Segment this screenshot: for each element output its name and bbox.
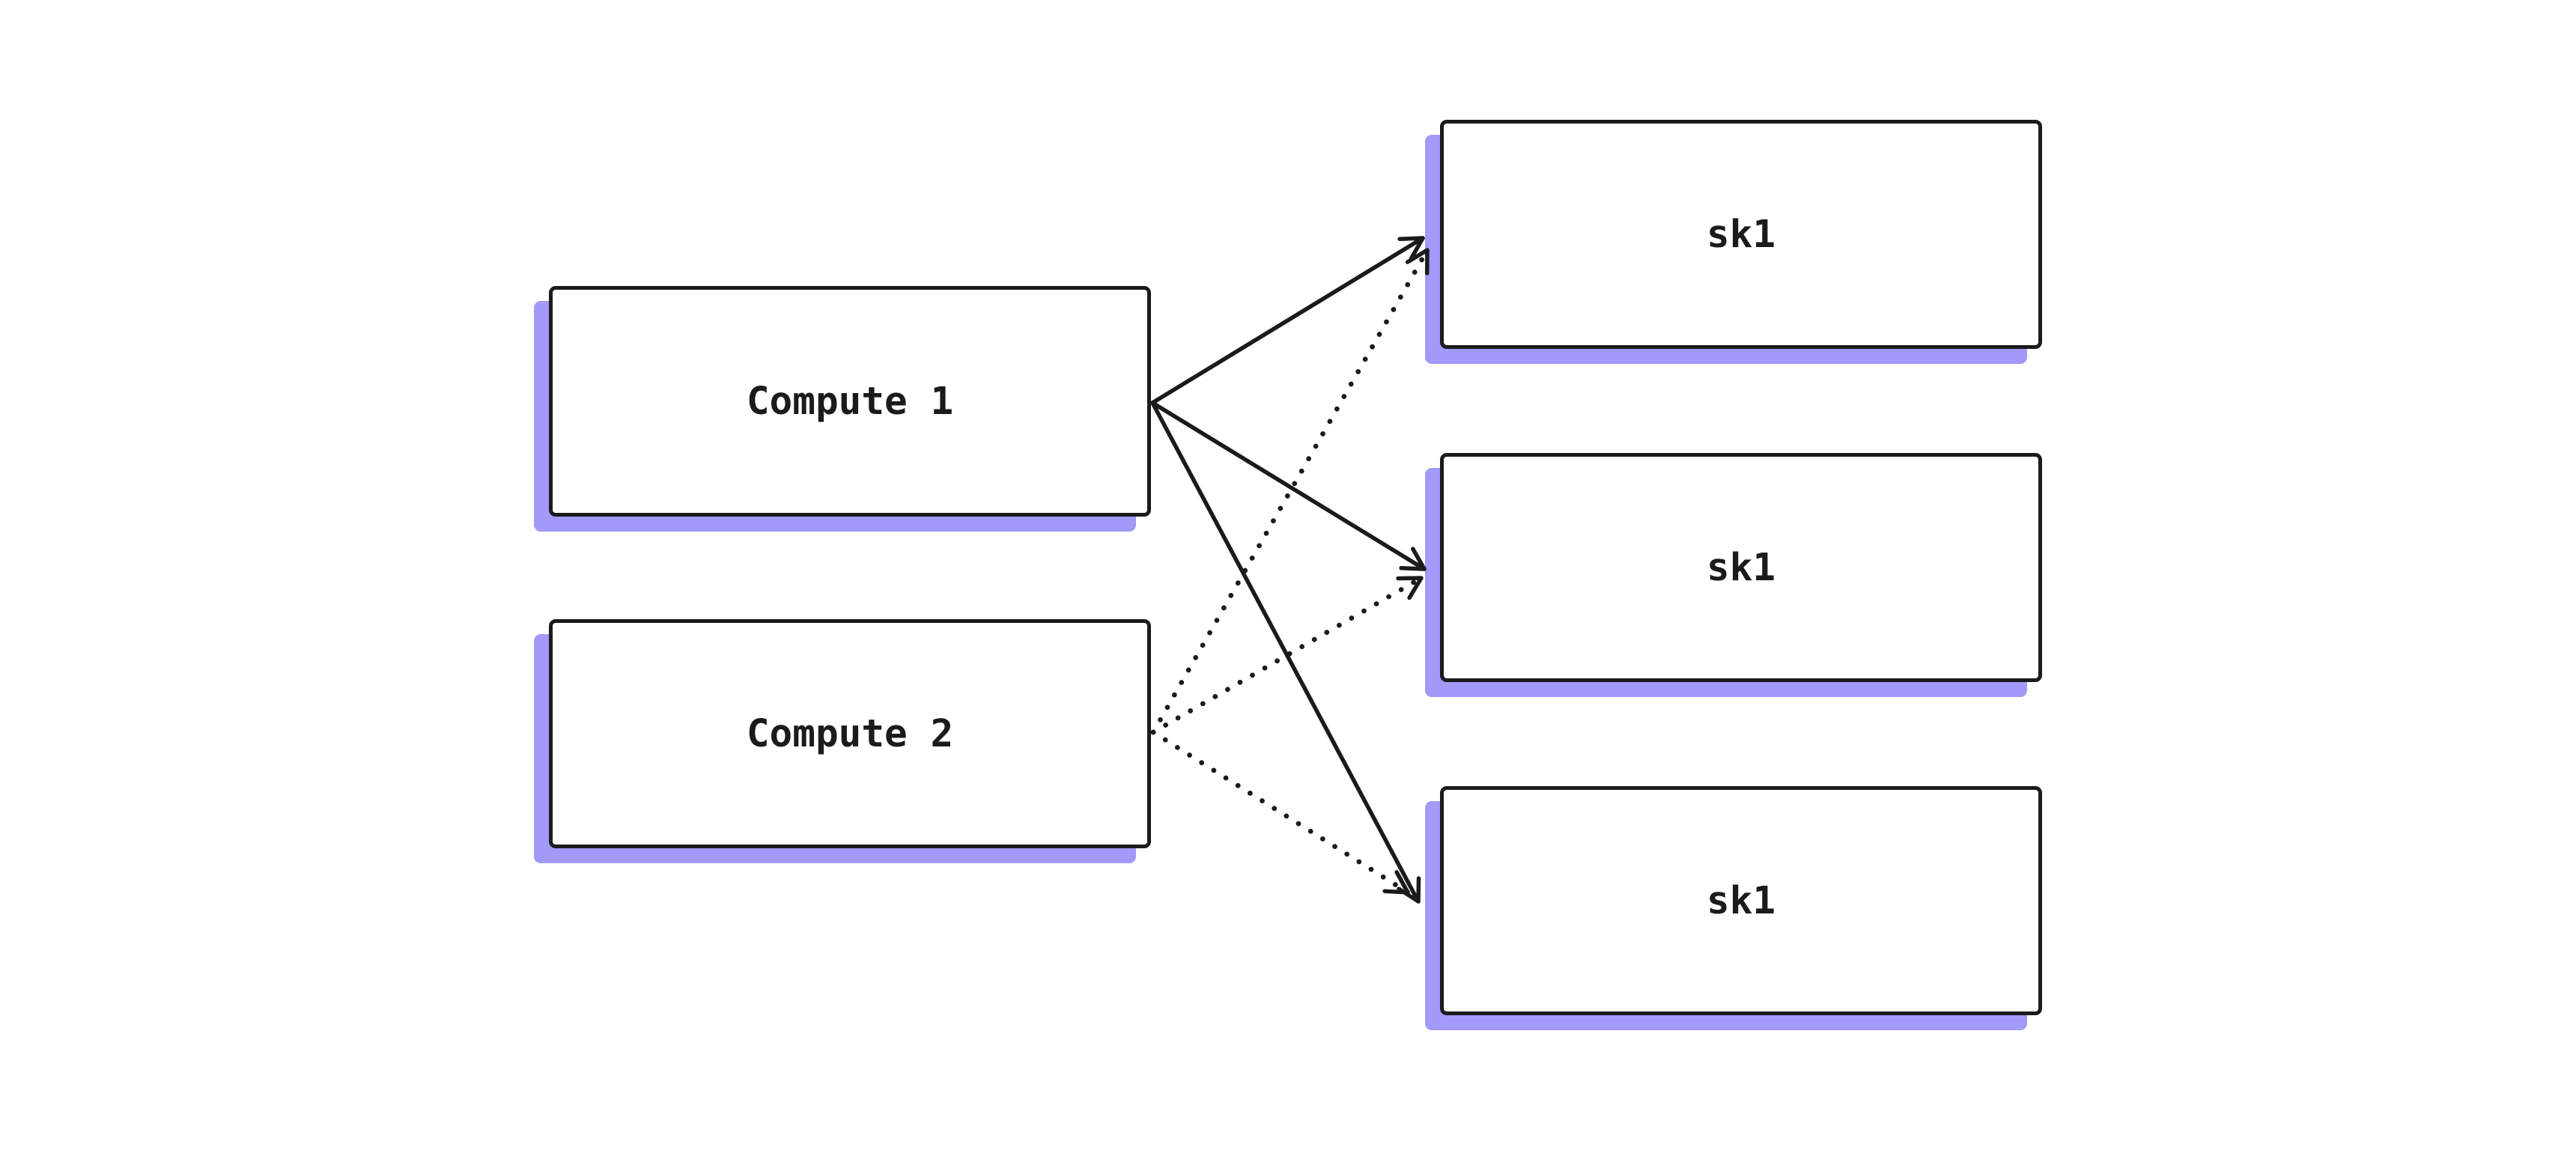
edge-compute-1-to-sk1-top xyxy=(1150,236,1425,405)
node-compute-1-label: Compute 1 xyxy=(746,379,954,424)
edge-compute-1-to-sk1-middle xyxy=(1150,401,1427,571)
edge-compute-2-to-sk1-bottom xyxy=(1150,729,1411,895)
node-sk1-middle-label: sk1 xyxy=(1706,545,1776,590)
node-sk1-middle: sk1 xyxy=(1440,453,2042,682)
node-sk1-bottom-label: sk1 xyxy=(1706,878,1776,923)
edge-compute-2-to-sk1-top xyxy=(1150,247,1430,735)
node-compute-2-label: Compute 2 xyxy=(746,711,954,756)
node-compute-1: Compute 1 xyxy=(549,286,1151,517)
edge-compute-1-to-sk1-bottom xyxy=(1150,401,1421,904)
edge-compute-2-to-sk1-middle xyxy=(1150,575,1424,735)
node-sk1-top-label: sk1 xyxy=(1706,212,1776,257)
node-sk1-bottom: sk1 xyxy=(1440,786,2042,1015)
node-sk1-top: sk1 xyxy=(1440,120,2042,349)
node-compute-2: Compute 2 xyxy=(549,619,1151,848)
